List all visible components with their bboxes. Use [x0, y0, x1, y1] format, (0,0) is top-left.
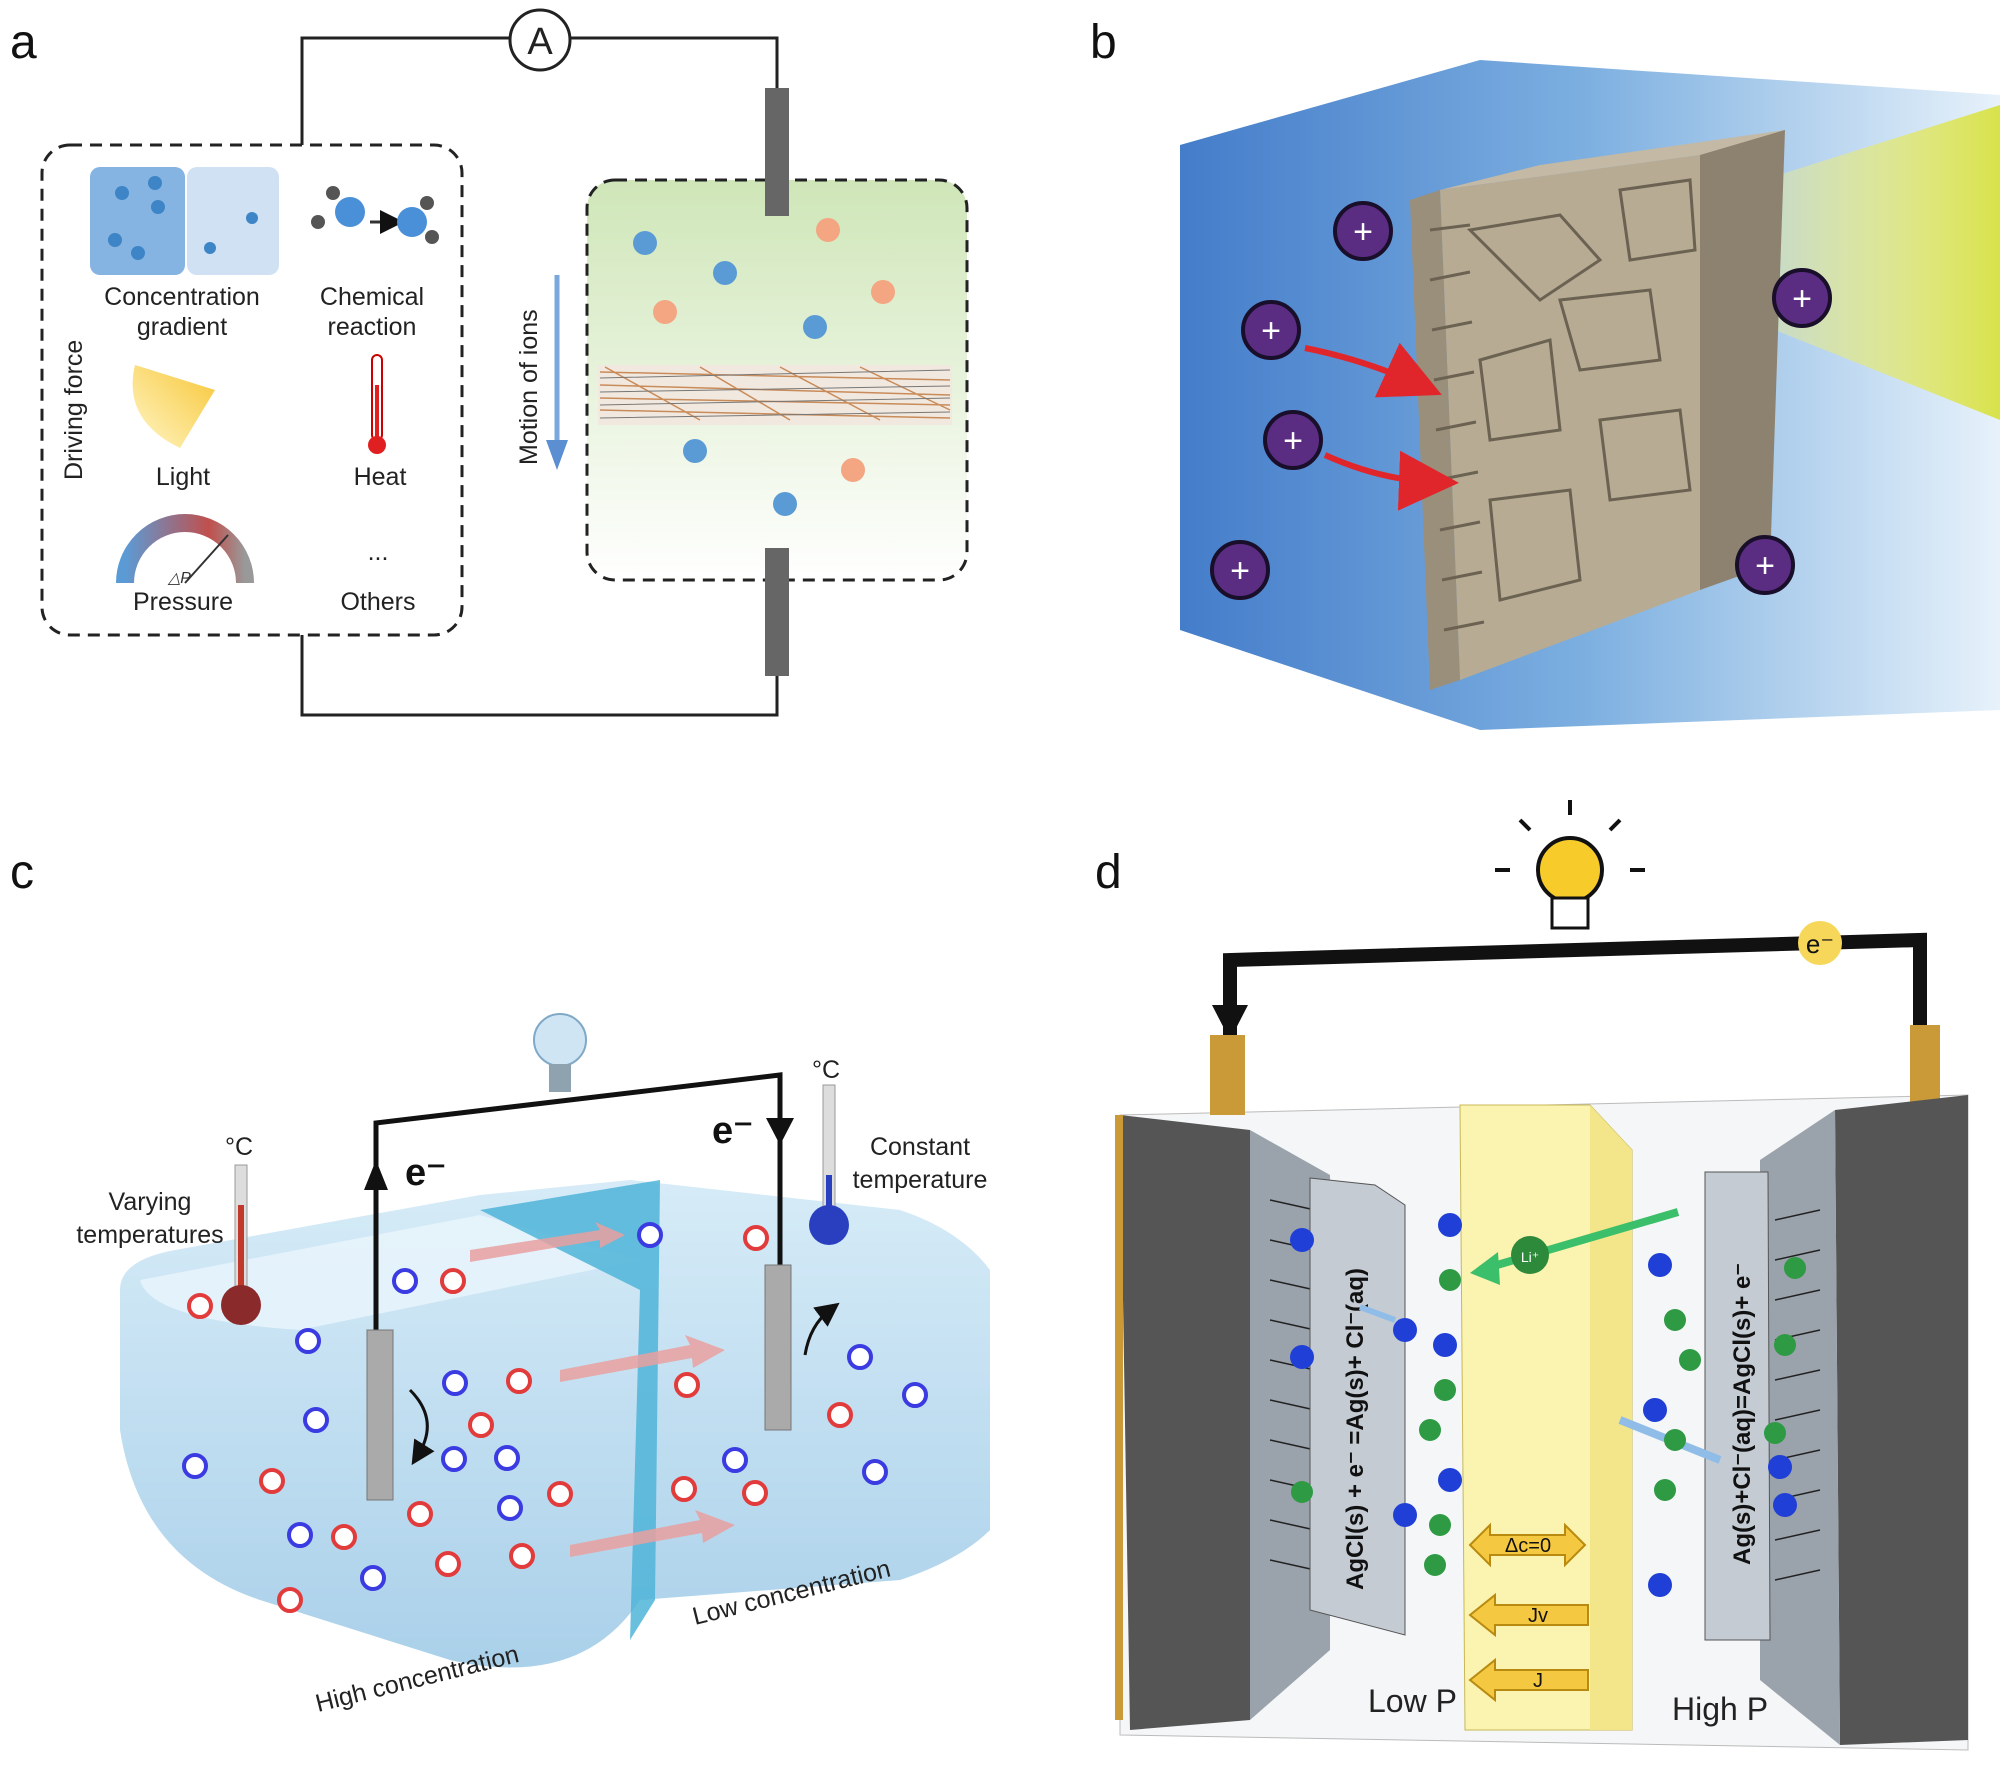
electron-label: e⁻ — [1806, 929, 1834, 959]
high-p-label: High P — [1672, 1691, 1768, 1727]
panel-d-label: d — [1095, 846, 1122, 899]
cation-plus: + — [1792, 280, 1812, 318]
electron-arrow-down — [766, 1118, 794, 1145]
rotation-arrow-left — [408, 1388, 435, 1466]
green-arrow-head — [1470, 1252, 1500, 1285]
high-concentration-label: High concentration — [313, 1640, 522, 1718]
jv-label: Jv — [1528, 1605, 1548, 1627]
others-label: Others — [340, 588, 415, 616]
light-bulb-icon — [533, 1013, 587, 1092]
unit-label-right: °C — [812, 1056, 840, 1084]
thermometer-hot-icon — [221, 1164, 261, 1325]
electron-label-right: e⁻ — [712, 1110, 753, 1152]
rotation-arrow-right — [803, 1302, 840, 1356]
circuit-wire — [373, 1072, 783, 1330]
layered-membrane — [1410, 130, 1785, 690]
pressure-label: Pressure — [133, 588, 233, 616]
electrode-right — [1835, 1095, 1968, 1745]
low-p-label: Low P — [1368, 1683, 1457, 1719]
panel-c-label: c — [10, 846, 34, 899]
ammeter-label: A — [527, 21, 553, 63]
varying-label-1: Varying — [109, 1188, 192, 1216]
red-arrow-1 — [1304, 342, 1442, 398]
varying-label-2: temperatures — [76, 1221, 223, 1249]
cation-plus: + — [1283, 422, 1303, 460]
constant-label-1: Constant — [870, 1133, 970, 1161]
panel-d: d e⁻ AgCl(s) + e⁻ =Ag(s)+ — [1095, 800, 1969, 1751]
li-ion-label: Li⁺ — [1521, 1249, 1539, 1265]
wire-bottom — [300, 635, 779, 717]
wire-top-left — [300, 36, 509, 145]
ions-d — [1290, 1213, 1806, 1597]
electrode-tab-left — [1210, 1035, 1245, 1115]
panel-a-label: a — [10, 16, 37, 69]
j-label: J — [1533, 1670, 1543, 1692]
delta-c-label: Δc=0 — [1505, 1535, 1551, 1557]
electrode-top — [765, 88, 789, 216]
electron-badge — [1798, 921, 1842, 965]
thermometer-icon — [368, 354, 386, 454]
cation-plus: + — [1353, 213, 1373, 251]
electrode-left-edge — [1115, 1115, 1123, 1720]
ellipsis-label: ... — [368, 538, 389, 566]
cation-plus: + — [1230, 552, 1250, 590]
motion-of-ions-label: Motion of ions — [515, 309, 543, 465]
blue-arrow-left — [1358, 1304, 1397, 1323]
heat-label: Heat — [354, 463, 407, 491]
electrode-right-side — [1760, 1110, 1840, 1745]
wire-arrow-icon — [1212, 1005, 1248, 1040]
electrode-ribs-right — [1774, 1209, 1821, 1581]
flux-arrows — [1468, 1522, 1589, 1703]
red-arrow-2 — [1323, 450, 1459, 511]
external-wire — [1223, 932, 1927, 1040]
electrode-left — [1120, 1115, 1250, 1730]
ion-flow-arrows — [470, 1222, 735, 1557]
light-bulb-icon — [1495, 800, 1645, 930]
chemical-label-1: Chemical — [320, 283, 424, 311]
ammeter-icon — [508, 8, 572, 72]
concentration-label-2: gradient — [137, 313, 227, 341]
concentration-label-1: Concentration — [104, 283, 260, 311]
agcl-plate-left — [1309, 1177, 1406, 1636]
reaction-left: AgCl(s) + e⁻ =Ag(s)+ Cl⁻(aq) — [1342, 1268, 1369, 1590]
chemical-label-2: reaction — [328, 313, 417, 341]
agcl-plate-right — [1704, 1171, 1771, 1641]
concentration-gradient-icon — [90, 167, 279, 275]
cation-plus: + — [1261, 312, 1281, 350]
electrode-right — [764, 1264, 792, 1431]
electrode-left — [366, 1329, 394, 1501]
panel-c: c e⁻ e⁻ °C °C Varying — [10, 846, 990, 1718]
cation-icons — [1210, 201, 1832, 600]
wire-top-right — [571, 36, 779, 90]
electrode-tab-right — [1910, 1025, 1940, 1110]
ions — [633, 218, 895, 516]
electron-label-left: e⁻ — [405, 1152, 446, 1194]
panel-a: a A Driving force Concentration gradient — [10, 8, 969, 717]
li-ion-icon — [1511, 1236, 1549, 1274]
cation-plus: + — [1755, 547, 1775, 585]
chemical-reaction-icon — [311, 186, 439, 244]
electrode-bottom — [765, 548, 789, 676]
panel-b-label: b — [1090, 16, 1117, 69]
panel-b: b + + + + + + — [1090, 16, 2000, 730]
light-label: Light — [156, 463, 210, 491]
reaction-right: Ag(s)+Cl⁻(aq)=AgCl(s)+ e⁻ — [1729, 1263, 1756, 1565]
constant-label-2: temperature — [853, 1166, 988, 1194]
light-icon — [132, 365, 215, 448]
unit-label-left: °C — [225, 1133, 253, 1161]
motion-arrow-head — [546, 440, 568, 470]
membrane — [598, 365, 952, 425]
ions-c — [182, 1222, 928, 1613]
membrane-side — [1590, 1105, 1632, 1730]
pressure-gauge-icon — [116, 514, 254, 584]
driving-force-label: Driving force — [60, 340, 88, 480]
thermometer-cold-icon — [809, 1084, 849, 1245]
delta-p-label: △P — [167, 570, 191, 587]
electron-arrow-up — [364, 1160, 388, 1190]
